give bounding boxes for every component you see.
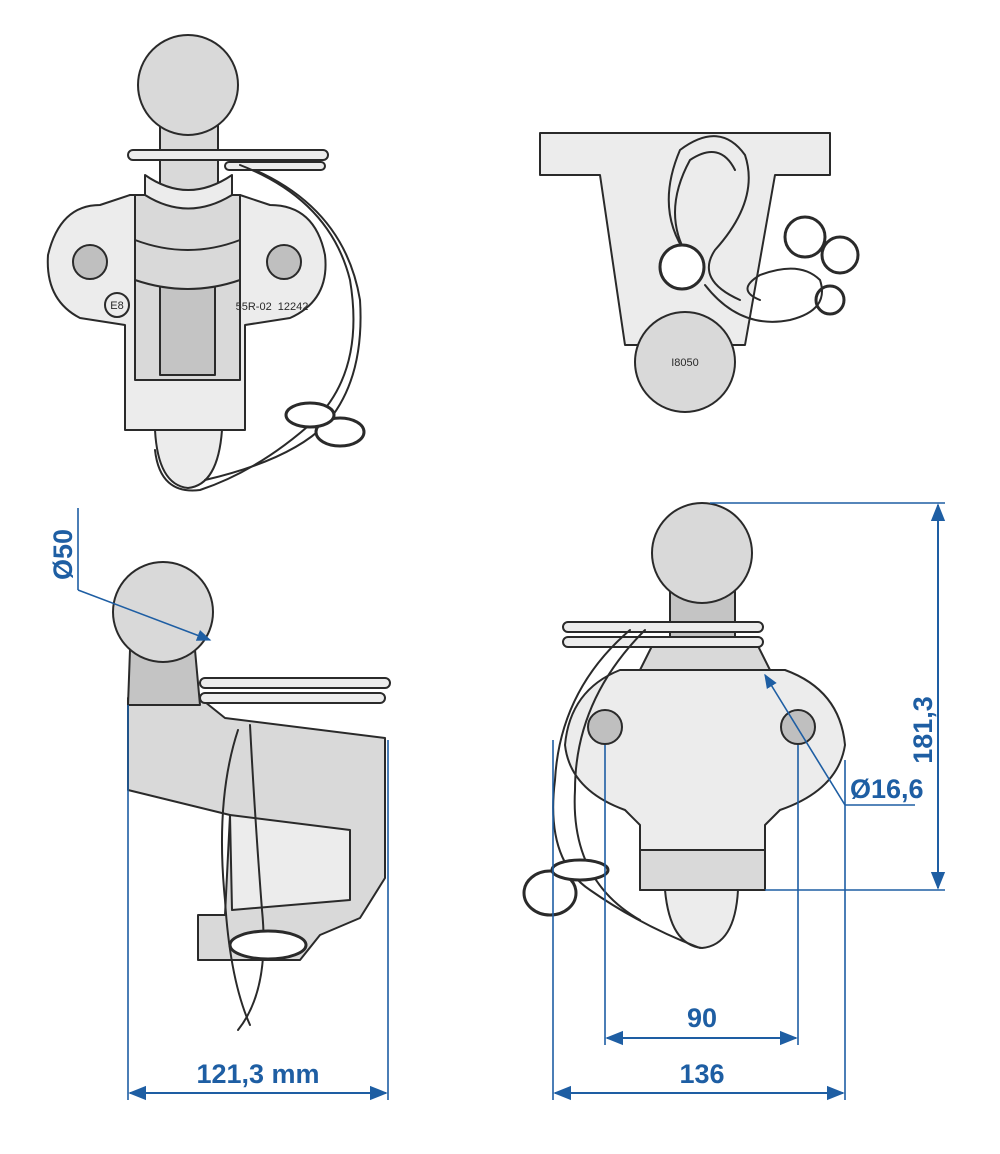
bolt-hole-left [72, 244, 108, 280]
side-cable [220, 729, 251, 1026]
dimension-hole-diameter: Ø16,6 [764, 673, 924, 806]
chain-ring-2 [820, 235, 860, 275]
rear-ring-2 [550, 858, 610, 882]
safety-cable-2 [204, 169, 362, 481]
hole-diameter-label: Ø16,6 [850, 774, 924, 804]
height-label: 181,3 [908, 696, 938, 764]
dimension-width: 136 [552, 740, 846, 1101]
lower-cap [154, 429, 223, 489]
locking-pin [127, 149, 329, 161]
front-view: E8 55R-02 12242 [46, 34, 366, 492]
dimension-height: 181,3 [710, 502, 946, 891]
rear-pin [562, 621, 764, 633]
side-view [112, 561, 391, 1031]
rear-ring [522, 869, 578, 917]
locking-pin-2 [224, 161, 326, 171]
top-ring [658, 243, 706, 291]
bolt-hole-right [266, 244, 302, 280]
rear-hole-left [587, 709, 623, 745]
rear-cable-2 [573, 629, 646, 921]
rear-hole-right [780, 709, 816, 745]
neck-collar [134, 239, 241, 290]
side-ball [112, 561, 214, 663]
standard-label: I8050 [671, 357, 699, 369]
rear-ball [651, 502, 753, 604]
side-pin [199, 677, 391, 689]
cable-ring-2 [284, 401, 336, 429]
dimension-length: 121,3 mm [127, 705, 389, 1101]
stem-ring [144, 174, 233, 210]
regulation-number: 55R-02 12242 [236, 301, 309, 313]
top-cable [704, 267, 823, 323]
top-flange [539, 132, 831, 346]
neck-shaft [159, 279, 216, 376]
cable-ring [314, 416, 366, 448]
approval-circle [104, 292, 130, 318]
side-web [229, 814, 351, 911]
spring-clip [667, 135, 750, 301]
width-label: 136 [679, 1059, 724, 1089]
chain-ring-3 [814, 284, 846, 316]
approval-mark: E8 [110, 300, 123, 312]
hole-spacing-label: 90 [687, 1003, 717, 1033]
side-cable-2 [237, 724, 265, 1031]
ball-diameter-label: Ø50 [48, 529, 78, 580]
top-view: I8050 [539, 132, 860, 413]
spring-clip-2 [674, 151, 736, 261]
dimension-hole-spacing: 90 [604, 745, 799, 1046]
rear-view [522, 502, 846, 949]
side-ring [228, 929, 308, 961]
side-pin-2 [199, 692, 386, 704]
coupling-ball [137, 34, 239, 136]
rear-lower-block [639, 849, 766, 891]
rear-pin-2 [562, 636, 764, 648]
length-label: 121,3 mm [196, 1059, 319, 1089]
top-ball [634, 311, 736, 413]
dimension-ball-diameter: Ø50 [48, 508, 212, 641]
rear-cap [664, 889, 739, 949]
chain-ring-1 [783, 215, 827, 259]
safety-cable [154, 164, 355, 492]
